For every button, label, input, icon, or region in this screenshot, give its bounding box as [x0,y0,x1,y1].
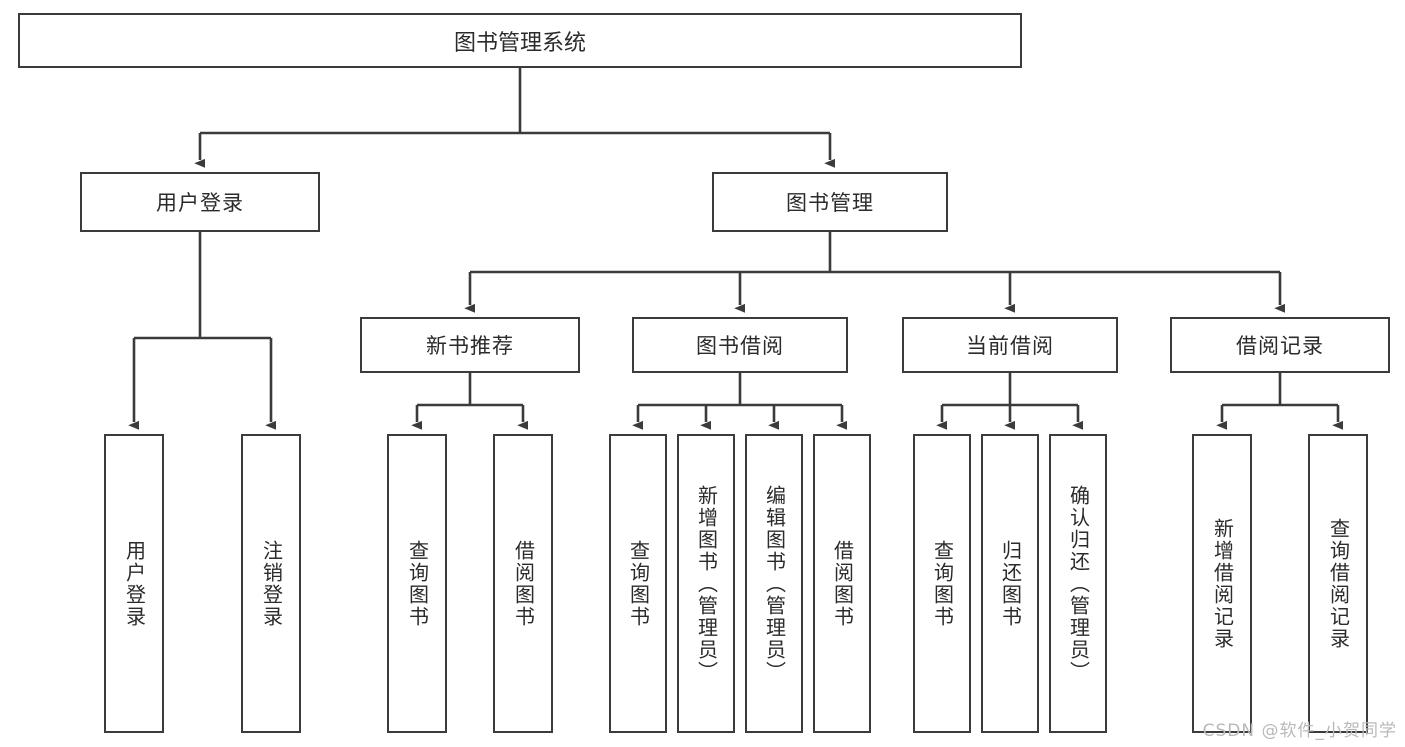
leaf-borrow-book[interactable]: 借阅图书 [813,434,871,733]
leaf-add-book-admin[interactable]: 新增图书（管理员） [677,434,735,733]
leaf-return-book[interactable]: 归还图书 [981,434,1039,733]
watermark-text: CSDN @软件_小贺同学 [1202,721,1397,741]
node-label: 新增借阅记录 [1210,517,1235,650]
leaf-logout[interactable]: 注销登录 [241,434,301,733]
leaf-query-book-borrow[interactable]: 查询图书 [609,434,667,733]
node-label: 图书借阅 [696,334,784,358]
leaf-query-book-current[interactable]: 查询图书 [913,434,971,733]
node-book-management[interactable]: 图书管理 [712,172,948,232]
node-label: 图书管理系统 [453,30,586,56]
node-new-book-recommendation[interactable]: 新书推荐 [360,317,580,373]
node-label: 查询图书 [405,539,430,628]
node-user-login[interactable]: 用户登录 [80,172,320,232]
node-label: 借阅记录 [1236,334,1324,358]
node-label: 图书管理 [786,191,874,215]
node-book-borrowing[interactable]: 图书借阅 [632,317,848,373]
node-label: 查询借阅记录 [1326,517,1351,650]
node-label: 归还图书 [998,539,1023,628]
leaf-query-book-newbook[interactable]: 查询图书 [387,434,447,733]
node-label: 确认归还（管理员） [1066,484,1091,683]
leaf-add-borrow-record[interactable]: 新增借阅记录 [1192,434,1252,733]
node-label: 新增图书（管理员） [694,484,719,683]
node-root-system[interactable]: 图书管理系统 [18,13,1022,68]
leaf-edit-book-admin[interactable]: 编辑图书（管理员） [745,434,803,733]
node-current-borrowing[interactable]: 当前借阅 [902,317,1118,373]
node-label: 查询图书 [930,539,955,628]
node-label: 借阅图书 [830,539,855,628]
node-label: 用户登录 [156,191,244,215]
node-label: 当前借阅 [966,334,1054,358]
leaf-user-login[interactable]: 用户登录 [104,434,164,733]
leaf-borrow-book-newbook[interactable]: 借阅图书 [493,434,553,733]
node-label: 编辑图书（管理员） [762,484,787,683]
node-label: 查询图书 [626,539,651,628]
node-label: 新书推荐 [426,334,514,358]
node-label: 用户登录 [122,539,147,628]
leaf-confirm-return-admin[interactable]: 确认归还（管理员） [1049,434,1107,733]
node-label: 借阅图书 [511,539,536,628]
leaf-query-borrow-record[interactable]: 查询借阅记录 [1308,434,1368,733]
node-borrow-records[interactable]: 借阅记录 [1170,317,1390,373]
node-label: 注销登录 [259,539,284,628]
